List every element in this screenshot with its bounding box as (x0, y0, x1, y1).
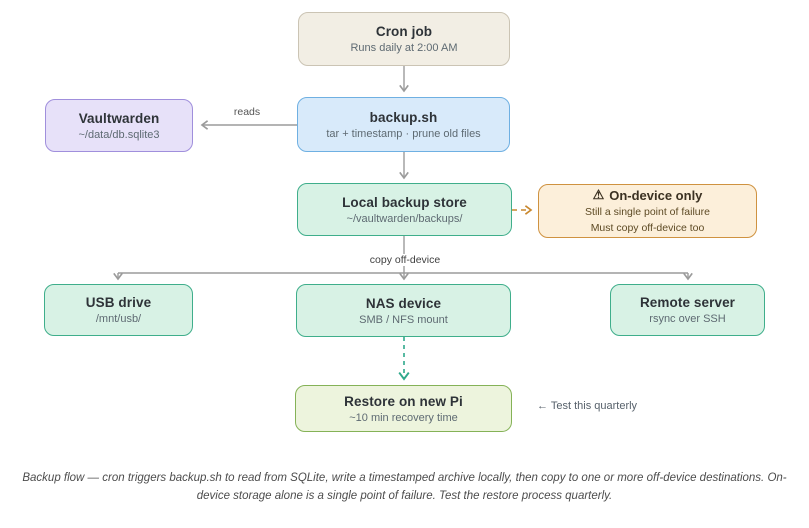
node-restore-on-new-pi: Restore on new Pi ~10 min recovery time (295, 385, 512, 432)
node-title: Restore on new Pi (344, 393, 463, 409)
node-subtitle: /mnt/usb/ (95, 313, 142, 325)
node-title: Remote server (639, 295, 736, 310)
edge-label-test-quarterly: ← Test this quarterly (537, 400, 638, 412)
node-title: USB drive (85, 295, 152, 310)
warning-line-1: Still a single point of failure (585, 206, 710, 218)
node-title: Cron job (375, 24, 433, 39)
node-backup-script: backup.sh tar + timestamp · prune old fi… (297, 97, 510, 152)
node-subtitle: Runs daily at 2:00 AM (350, 42, 458, 54)
node-subtitle: ~10 min recovery time (349, 411, 458, 424)
node-title: NAS device (365, 295, 442, 311)
node-subtitle: rsync over SSH (649, 313, 726, 325)
node-subtitle: ~/data/db.sqlite3 (78, 128, 160, 141)
warning-icon: ⚠ (592, 187, 605, 202)
warning-title-text: On-device only (609, 187, 703, 203)
warning-title: ⚠ On-device only (593, 187, 703, 203)
node-subtitle: SMB / NFS mount (359, 313, 448, 326)
node-cron-job: Cron job Runs daily at 2:00 AM (298, 12, 510, 66)
node-subtitle: ~/vaultwarden/backups/ (346, 212, 463, 225)
node-nas-device: NAS device SMB / NFS mount (296, 284, 511, 337)
node-usb-drive: USB drive /mnt/usb/ (44, 284, 193, 336)
node-local-backup-store: Local backup store ~/vaultwarden/backups… (297, 183, 512, 236)
diagram-caption: Backup flow — cron triggers backup.sh to… (22, 472, 787, 502)
node-remote-server: Remote server rsync over SSH (610, 284, 765, 336)
node-on-device-warning: ⚠ On-device only Still a single point of… (538, 184, 757, 238)
node-title: Local backup store (342, 194, 467, 210)
node-title: Vaultwarden (78, 110, 160, 126)
edge-label-reads: reads (233, 106, 261, 118)
node-vaultwarden: Vaultwarden ~/data/db.sqlite3 (45, 99, 193, 152)
edge-label-copy-off-device: copy off-device (358, 254, 452, 266)
node-title: backup.sh (369, 109, 438, 125)
node-subtitle: tar + timestamp · prune old files (326, 127, 481, 140)
warning-line-2: Must copy off-device too (590, 222, 705, 234)
